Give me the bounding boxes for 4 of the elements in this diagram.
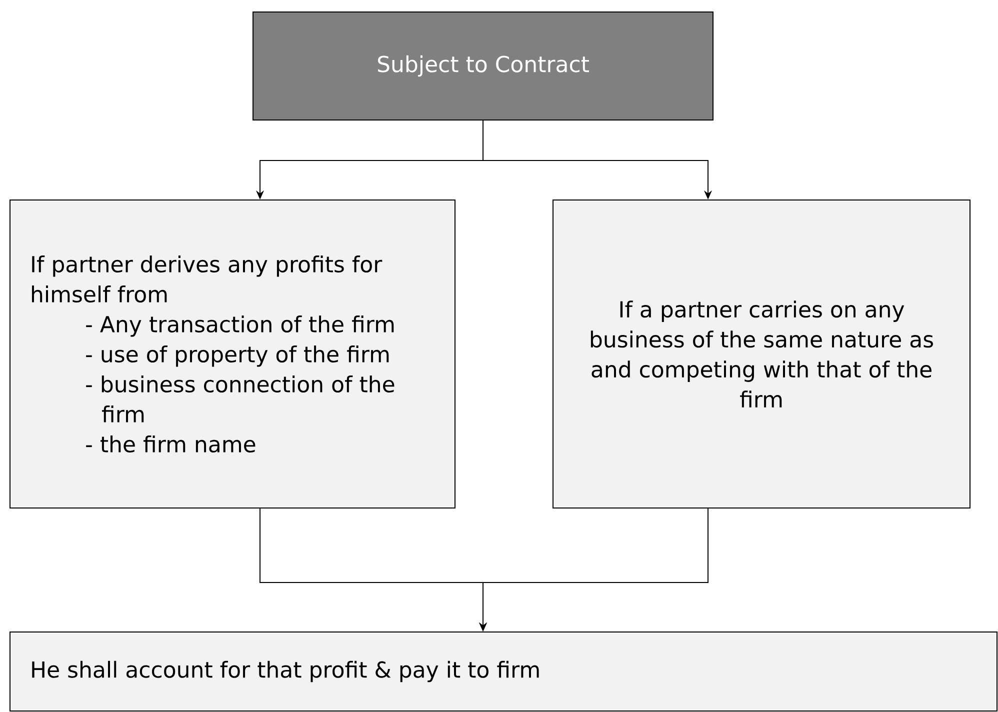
condition-box: If a partner carries on any business of the same nature as and competing with that of the firm <box>552 200 970 508</box>
heading-box: Subject to Contract <box>252 12 714 120</box>
condition-box: If partner derives any profits for himself from - Any transaction of the firm - use of property of the firm - business connection of the firm - the firm name <box>10 200 456 508</box>
result-box: He shall account for that profit & pay it to firm <box>10 632 998 712</box>
